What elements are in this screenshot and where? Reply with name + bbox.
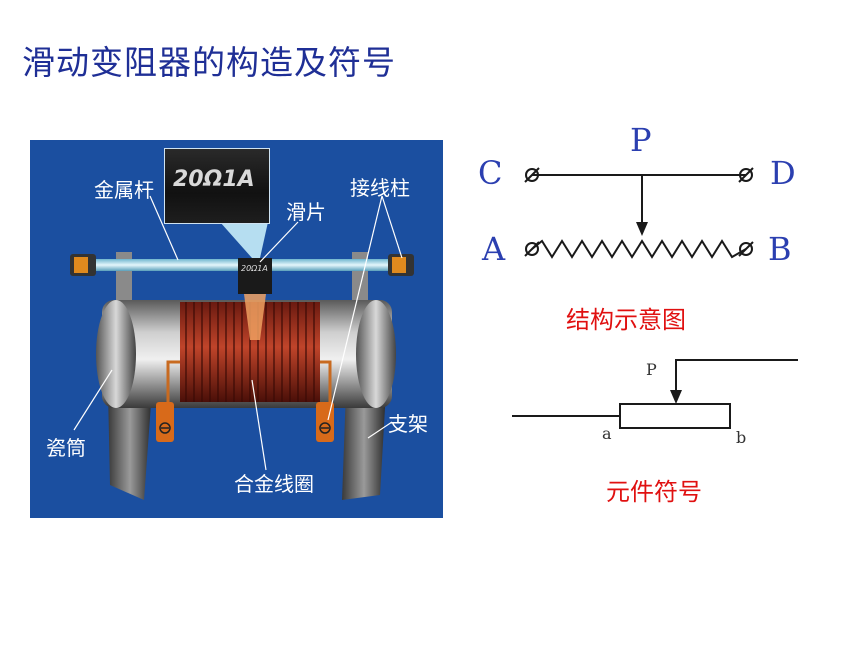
label-metal-rod: 金属杆 [94,178,154,202]
label-bracket: 支架 [388,412,428,436]
slide-title: 滑动变阻器的构造及符号 [22,43,396,82]
slider-block [238,258,272,294]
coil-lead-left [166,360,180,402]
terminal-a-circle [525,242,539,256]
terminal-d-circle [739,168,753,182]
terminal-b-label: B [768,230,792,268]
symbol-resistor-box [619,403,731,429]
magnified-marking-inset: 20Ω1A [164,148,270,224]
symbol-a-label: a [602,424,612,443]
symbol-p-label: P [646,360,657,379]
structure-diagram [524,167,754,259]
component-symbol [512,359,798,429]
rheostat-illustration: 20Ω1A 20Ω1A 金属杆 滑片 接线柱 瓷筒 合金线圈 支架 [30,140,443,518]
terminal-a-label: A [482,230,506,268]
terminal-b-circle [739,242,753,256]
label-slider: 滑片 [286,200,326,224]
slider-contact [244,294,266,340]
symbol-slider-wire [675,359,798,394]
label-alloy-coil: 合金线圈 [234,472,314,496]
terminal-c-label: C [478,154,503,192]
terminal-c-circle [525,168,539,182]
symbol-b-label: b [736,428,747,447]
label-terminal: 接线柱 [350,176,410,200]
label-porcelain-tube: 瓷筒 [46,436,86,460]
tube-left-cap [96,300,136,408]
slider-marking-text: 20Ω1A [241,264,268,273]
magnified-marking-text: 20Ω1A [173,167,255,192]
leader-lines [73,195,403,471]
left-rod-terminal-nut [74,257,88,273]
terminal-p-label: P [630,121,652,159]
coil-lead-right [320,360,332,402]
terminal-d-label: D [770,154,796,192]
component-symbol-caption: 元件符号 [606,478,702,506]
symbol-arrowhead [670,390,682,404]
tube-right-cap [356,300,396,408]
rheostat-drawing [70,195,414,500]
slider-arrowhead [636,222,648,236]
structure-diagram-caption: 结构示意图 [566,306,686,334]
left-terminal-post [156,402,174,442]
left-bracket-foot [108,390,152,500]
resistor-coil [531,239,747,259]
right-bracket-foot [342,390,386,500]
callout-beam [220,222,268,258]
right-rod-terminal-nut [392,257,406,273]
